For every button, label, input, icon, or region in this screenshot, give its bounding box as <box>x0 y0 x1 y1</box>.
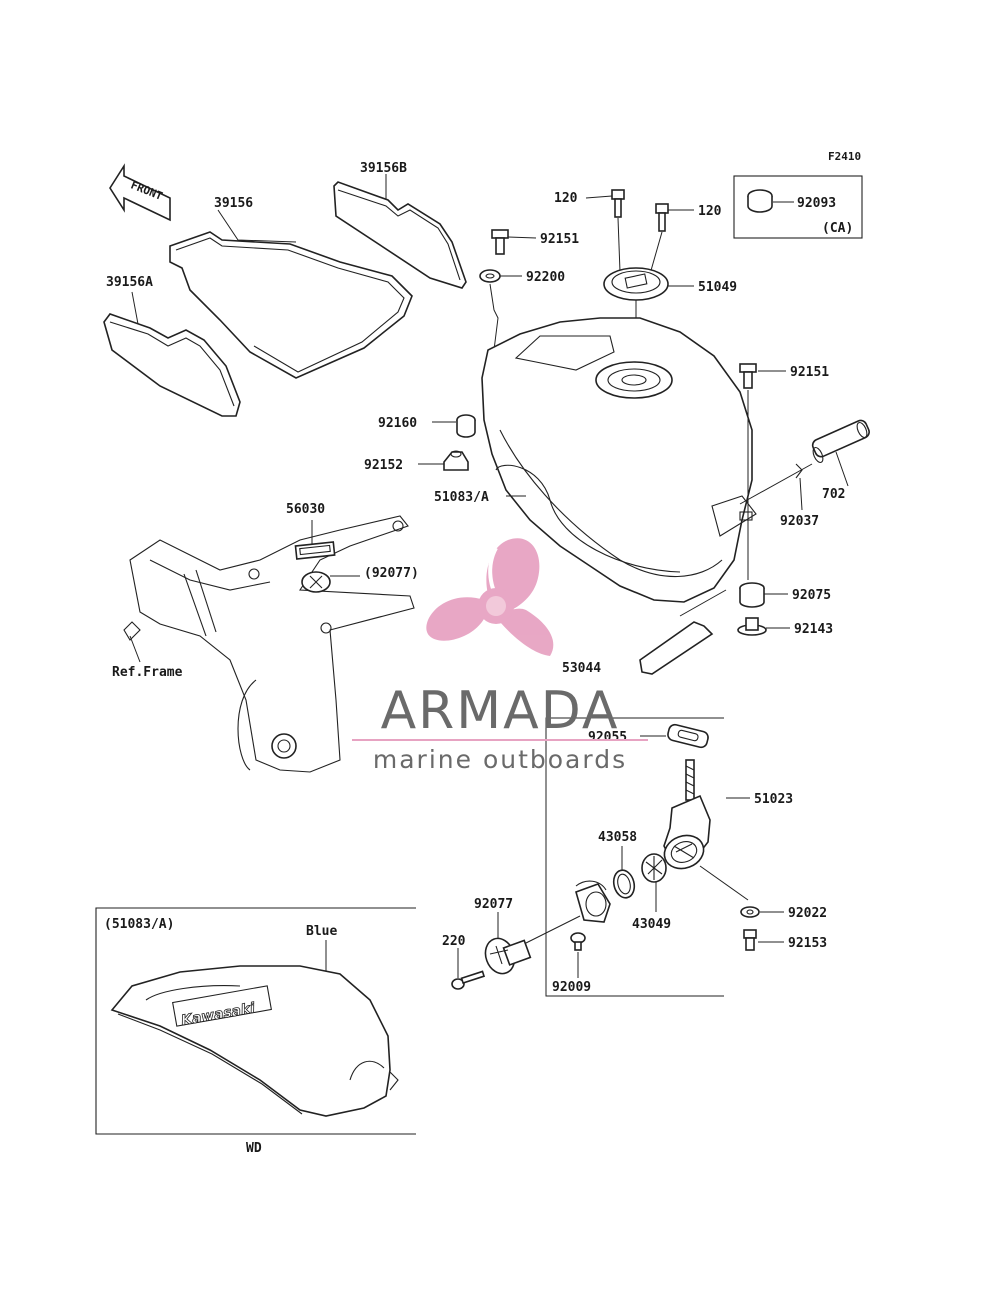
inset-fuel-tank <box>110 965 399 1117</box>
label-92077: 92077 <box>474 897 513 912</box>
label-92055: 92055 <box>588 730 627 745</box>
label-blue: Blue <box>306 924 337 939</box>
fuel-cock-bracket <box>545 717 724 997</box>
o-ring-43058 <box>612 869 636 899</box>
screw-92153 <box>743 929 757 951</box>
washer-92022 <box>740 906 760 918</box>
label-39156b: 39156B <box>360 161 407 176</box>
label-92093: 92093 <box>797 196 836 211</box>
decal-39156a <box>103 313 241 417</box>
hose-702 <box>811 419 870 464</box>
ca-box <box>733 175 863 239</box>
label-120-left: 120 <box>554 191 578 206</box>
label-51049: 51049 <box>698 280 737 295</box>
label-92009: 92009 <box>552 980 591 995</box>
fuel-tank-51083a <box>481 317 757 603</box>
fuel-cock-51023 <box>663 759 711 870</box>
label-92160: 92160 <box>378 416 417 431</box>
decal-39156 <box>169 231 413 379</box>
label-92152: 92152 <box>364 458 403 473</box>
label-92077-ref: (92077) <box>364 566 419 581</box>
label-92037: 92037 <box>780 514 819 529</box>
label-92200: 92200 <box>526 270 565 285</box>
label-92143: 92143 <box>794 622 833 637</box>
label-92151-mid: 92151 <box>790 365 829 380</box>
bolt-120-right <box>655 203 669 232</box>
label-92153: 92153 <box>788 936 827 951</box>
clip-92037 <box>795 463 803 479</box>
grommet-92093 <box>747 189 773 213</box>
collar-92143 <box>737 617 767 636</box>
damper-92075 <box>739 582 765 608</box>
label-51023: 51023 <box>754 792 793 807</box>
gasket-92055 <box>667 723 709 749</box>
damper-92152 <box>443 450 469 471</box>
label-120-right: 120 <box>698 204 722 219</box>
label-39156a: 39156A <box>106 275 153 290</box>
screw-220 <box>451 970 486 990</box>
label-56030: 56030 <box>286 502 325 517</box>
bolt-120-left <box>611 189 625 218</box>
label-92022: 92022 <box>788 906 827 921</box>
inset-frame <box>95 907 416 1135</box>
label-plate-56030 <box>294 541 336 560</box>
damper-92160 <box>456 414 476 438</box>
label-ca: (CA) <box>822 221 853 236</box>
label-53044: 53044 <box>562 661 601 676</box>
washer-92200 <box>479 269 501 283</box>
label-ref-frame: Ref.Frame <box>112 665 183 680</box>
valve-body <box>575 880 611 923</box>
label-51083a: 51083/A <box>434 490 489 505</box>
watermark-brand: ARMADA <box>381 681 620 741</box>
label-92151-top: 92151 <box>540 232 579 247</box>
label-wd: WD <box>246 1141 262 1156</box>
front-arrow-icon: FRONT <box>109 163 171 222</box>
label-43058: 43058 <box>598 830 637 845</box>
screw-92009 <box>570 932 586 951</box>
propeller-logo-icon <box>426 538 554 656</box>
knob-92077-ref <box>301 571 331 593</box>
bolt-92151-top <box>491 229 509 255</box>
figure-code: F2410 <box>828 150 861 163</box>
knob-92077 <box>484 937 532 975</box>
label-43049: 43049 <box>632 917 671 932</box>
label-92075: 92075 <box>792 588 831 603</box>
label-39156: 39156 <box>214 196 253 211</box>
pad-53044 <box>639 621 714 675</box>
frame-reference <box>123 515 415 773</box>
cap-plate-51049 <box>603 267 669 301</box>
bolt-92151-mid <box>739 363 757 389</box>
watermark-tagline: marine outboards <box>373 745 627 774</box>
decal-39156b <box>333 181 467 289</box>
label-inset-ref: (51083/A) <box>104 917 174 932</box>
label-220: 220 <box>442 934 466 949</box>
label-702: 702 <box>822 487 845 502</box>
